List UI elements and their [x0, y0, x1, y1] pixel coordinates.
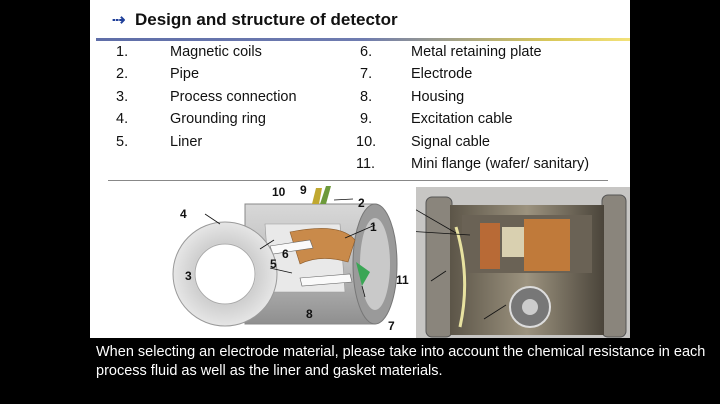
callout-11: 11: [396, 273, 409, 287]
item-label: Process connection: [170, 89, 297, 105]
callout-10: 10: [272, 185, 286, 199]
detector-photo: [416, 187, 630, 338]
item-label: Mini flange (wafer/ sanitary): [411, 156, 590, 172]
callout-7: 7: [388, 319, 395, 333]
callout-4: 4: [180, 207, 187, 221]
callout-6: 6: [282, 247, 289, 261]
item-number: 1.: [116, 44, 129, 60]
callout-1: 1: [370, 220, 377, 234]
item-label: Liner: [170, 134, 203, 150]
caption-text: When selecting an electrode material, pl…: [96, 344, 706, 379]
item-number: 3.: [116, 89, 129, 105]
title-bar: ⇢ Design and structure of detector: [90, 0, 630, 41]
item-number: 5.: [116, 134, 129, 150]
item-number: 2.: [116, 66, 129, 82]
detector-cutaway-diagram: 10 9 2 1 4 6 5 3 8: [172, 183, 398, 327]
item-label: Housing: [411, 89, 465, 105]
title-divider: [96, 38, 630, 41]
item-number: 4.: [116, 111, 129, 127]
callout-5: 5: [270, 257, 277, 271]
callout-8: 8: [306, 307, 313, 321]
arrow-icon: ⇢: [112, 12, 126, 29]
item-label: Excitation cable: [411, 111, 513, 127]
callout-9: 9: [300, 183, 307, 197]
callout-3: 3: [185, 269, 192, 283]
item-label: Pipe: [170, 66, 200, 82]
page-title: Design and structure of detector: [135, 10, 398, 29]
item-number: 10.: [356, 134, 377, 150]
item-label: Signal cable: [411, 134, 490, 150]
item-label: Grounding ring: [170, 111, 266, 127]
photo-callouts: 11 7: [388, 273, 409, 333]
item-number: 7.: [360, 66, 373, 82]
list-divider: [108, 180, 608, 181]
item-label: Metal retaining plate: [411, 44, 542, 60]
item-number: 6.: [360, 44, 373, 60]
item-number: 8.: [360, 89, 373, 105]
item-label: Magnetic coils: [170, 44, 262, 60]
item-number: 11.: [356, 156, 376, 172]
item-label: Electrode: [411, 66, 473, 82]
slide: ⇢ Design and structure of detector 1. Ma…: [90, 0, 630, 338]
callout-2: 2: [358, 196, 365, 210]
item-number: 9.: [360, 111, 373, 127]
